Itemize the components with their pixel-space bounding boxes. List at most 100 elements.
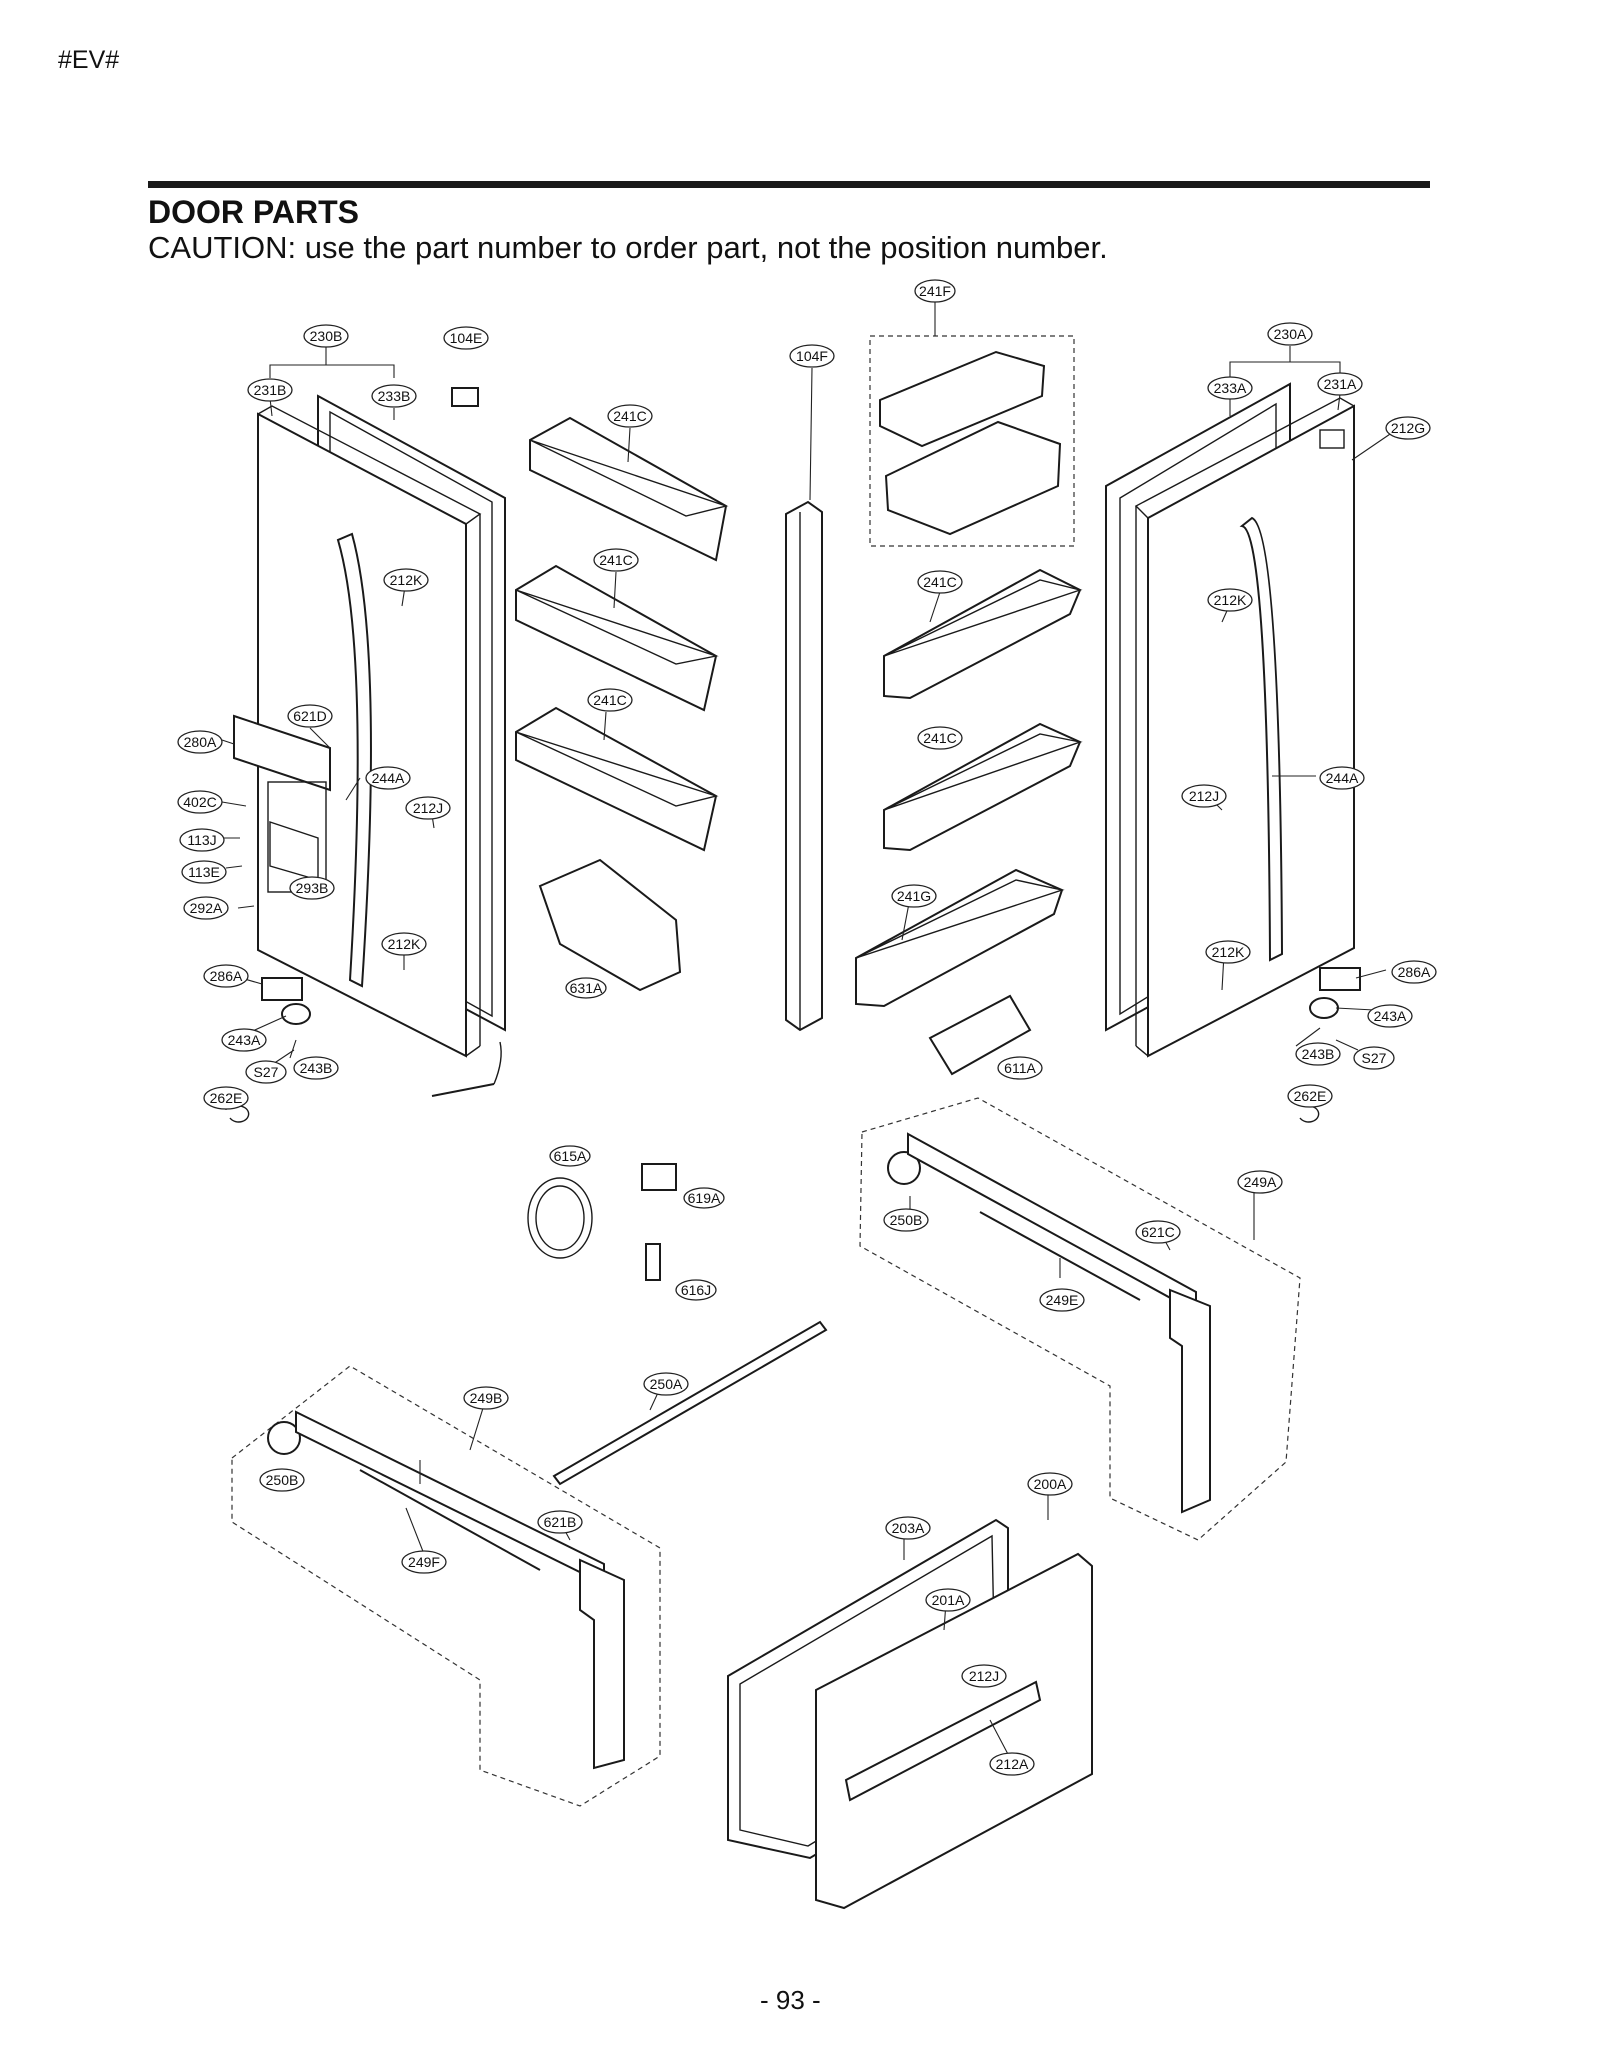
- retaining-clip: [229, 1105, 250, 1123]
- callout-249F: 249F: [401, 1550, 447, 1574]
- callout-621B-text: 621B: [544, 1514, 577, 1530]
- callout-212G-text: 212G: [1391, 420, 1425, 436]
- callout-286A: 286A: [1391, 960, 1437, 984]
- callout-230A-text: 230A: [1274, 326, 1307, 342]
- callout-S27-text: S27: [254, 1064, 279, 1080]
- callout-203A: 203A: [885, 1516, 931, 1540]
- callout-621C: 621C: [1135, 1220, 1181, 1244]
- callout-616J-text: 616J: [681, 1282, 711, 1298]
- callout-249E-text: 249E: [1046, 1292, 1079, 1308]
- freezer-door: [815, 1552, 1093, 1910]
- callout-S27: S27: [1353, 1046, 1395, 1070]
- callout-212A-text: 212A: [996, 1756, 1029, 1772]
- callout-212J: 212J: [961, 1664, 1007, 1688]
- callout-280A-text: 280A: [184, 734, 217, 750]
- callout-212K: 212K: [1207, 588, 1253, 612]
- door-bin: [515, 706, 719, 852]
- callout-231A-text: 231A: [1324, 376, 1357, 392]
- callout-611A-text: 611A: [1004, 1060, 1036, 1076]
- hinge-left: [261, 387, 479, 1025]
- callout-293B-text: 293B: [296, 880, 329, 896]
- callout-241C-text: 241C: [613, 408, 646, 424]
- callout-621D: 621D: [287, 704, 333, 728]
- callout-250A: 250A: [643, 1372, 689, 1396]
- callout-615A-text: 615A: [554, 1148, 587, 1164]
- callout-631A: 631A: [565, 977, 607, 999]
- header-rule: [148, 181, 1430, 188]
- callout-241G-text: 241G: [897, 888, 931, 904]
- callout-262E-text: 262E: [1294, 1088, 1327, 1104]
- door-bin: [515, 564, 719, 712]
- page-number: - 93 -: [760, 1985, 821, 2015]
- callout-104F-text: 104F: [796, 348, 828, 364]
- callout-243A-text: 243A: [1374, 1008, 1407, 1024]
- callout-243B-text: 243B: [300, 1060, 333, 1076]
- water-filter: [928, 994, 1032, 1076]
- callout-241C: 241C: [917, 726, 963, 750]
- callout-233B: 233B: [371, 384, 417, 408]
- callout-244A: 244A: [365, 766, 411, 790]
- callout-212K: 212K: [383, 568, 429, 592]
- callout-212K-text: 212K: [1214, 592, 1247, 608]
- water-tube: [431, 1083, 495, 1097]
- callout-249B: 249B: [463, 1386, 509, 1410]
- callout-230B-text: 230B: [310, 328, 343, 344]
- callout-212K-text: 212K: [388, 936, 421, 952]
- connecting-rod: [552, 1320, 828, 1486]
- callout-231B: 231B: [247, 378, 293, 402]
- callout-212J-text: 212J: [1189, 788, 1219, 804]
- callout-230A: 230A: [1267, 322, 1313, 346]
- callout-212G: 212G: [1385, 416, 1431, 440]
- callout-280A: 280A: [177, 730, 223, 754]
- callout-212K-text: 212K: [1212, 944, 1245, 960]
- callout-241C: 241C: [587, 688, 633, 712]
- document-tag: #EV#: [58, 46, 120, 74]
- callout-104E: 104E: [443, 326, 489, 350]
- callout-241C-text: 241C: [599, 552, 632, 568]
- callout-292A: 292A: [183, 896, 229, 920]
- callout-286A: 286A: [203, 964, 249, 988]
- door-bin: [529, 416, 729, 562]
- retaining-clip: [1299, 1105, 1320, 1123]
- callout-244A-text: 244A: [372, 770, 405, 786]
- caution-note: CAUTION: use the part number to order pa…: [148, 230, 1108, 265]
- hinge-right: [1309, 967, 1361, 1019]
- callout-243B-text: 243B: [1302, 1046, 1335, 1062]
- bin-tray: [884, 420, 1062, 536]
- center-mullion: [785, 500, 823, 1032]
- callout-249E: 249E: [1039, 1288, 1085, 1312]
- callout-212J: 212J: [1181, 784, 1227, 808]
- callout-243B: 243B: [1295, 1042, 1341, 1066]
- water-valve: [641, 1163, 677, 1191]
- right-door: [1134, 397, 1355, 1058]
- callout-241C-text: 241C: [923, 574, 956, 590]
- callout-S27-text: S27: [1362, 1050, 1387, 1066]
- callout-262E-text: 262E: [210, 1090, 243, 1106]
- callout-212J: 212J: [405, 796, 451, 820]
- callout-231A: 231A: [1317, 372, 1363, 396]
- callout-250B-text: 250B: [266, 1472, 299, 1488]
- callout-292A-text: 292A: [190, 900, 223, 916]
- callout-244A: 244A: [1319, 766, 1365, 790]
- callout-241F-text: 241F: [919, 283, 951, 299]
- callout-233A-text: 233A: [1214, 380, 1247, 396]
- callout-621D-text: 621D: [293, 708, 326, 724]
- callout-212K: 212K: [1205, 940, 1251, 964]
- callout-249B-text: 249B: [470, 1390, 503, 1406]
- callout-113E: 113E: [181, 860, 227, 884]
- callout-250B-text: 250B: [890, 1212, 923, 1228]
- callout-243B: 243B: [293, 1056, 339, 1080]
- callout-619A: 619A: [683, 1187, 725, 1209]
- bin-lid: [879, 350, 1046, 448]
- callout-631A-text: 631A: [570, 980, 603, 996]
- callout-243A-text: 243A: [228, 1032, 261, 1048]
- callout-104F: 104F: [789, 344, 835, 368]
- callout-200A: 200A: [1027, 1472, 1073, 1496]
- callout-616J: 616J: [675, 1279, 717, 1301]
- callout-241C-text: 241C: [593, 692, 626, 708]
- callout-241C-text: 241C: [923, 730, 956, 746]
- page-title: DOOR PARTS: [148, 194, 359, 230]
- gear-rail-left: [267, 1410, 625, 1770]
- door-bin: [855, 868, 1065, 1008]
- callout-611A: 611A: [997, 1056, 1043, 1080]
